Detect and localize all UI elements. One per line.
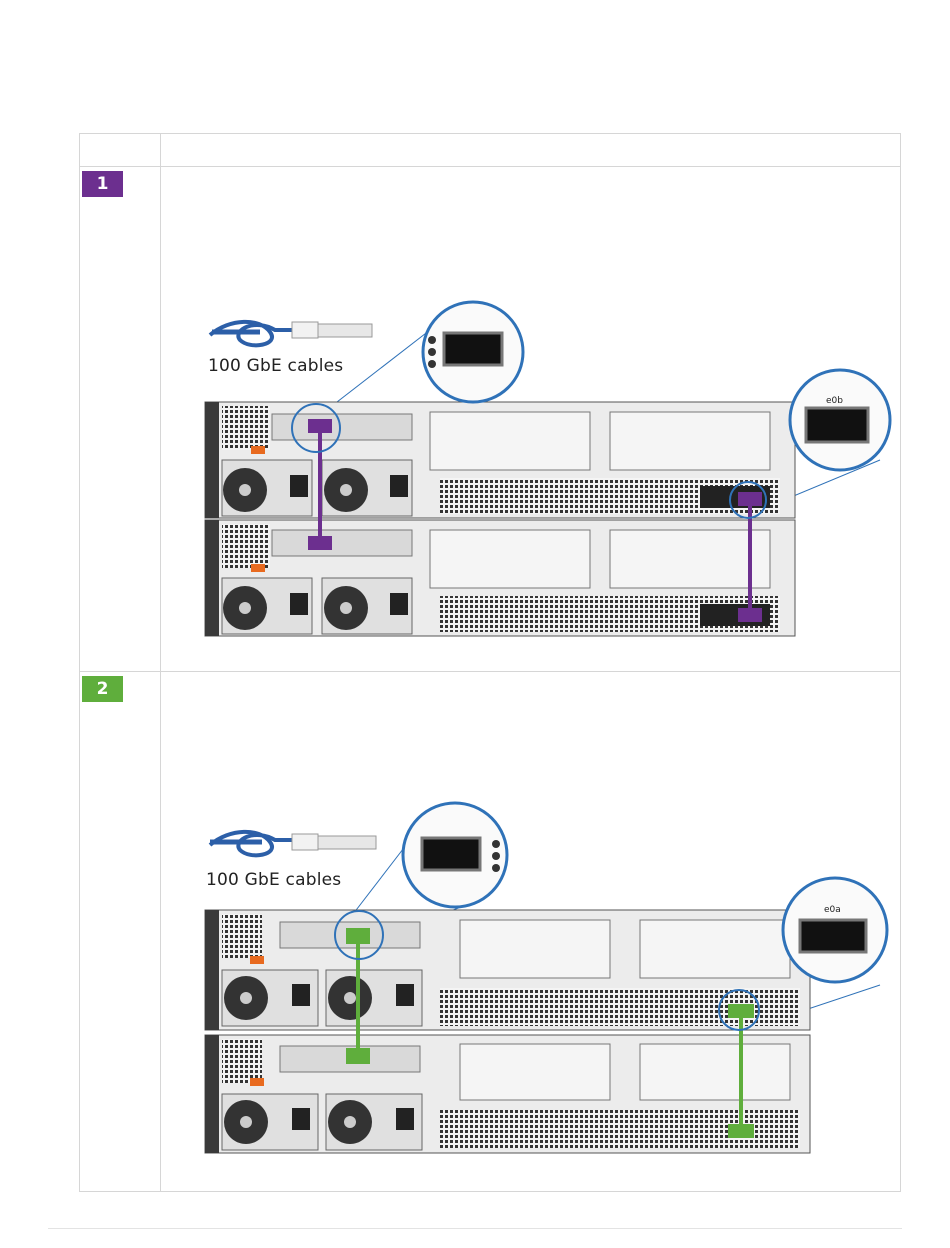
zoom-port-label-e0b: e0b [826,396,843,406]
qsfp-cable-icon [210,832,376,855]
step-2-cable-label: 100 GbE cables [206,870,341,890]
zoom-port-label-e0a: e0a [824,905,841,915]
step-1-cable-label: 100 GbE cables [208,356,343,376]
controller-chassis-bottom [205,1035,810,1153]
qsfp-cable-icon [210,322,372,345]
controller-chassis-bottom [205,520,795,636]
page-footer-divider [48,1228,902,1229]
